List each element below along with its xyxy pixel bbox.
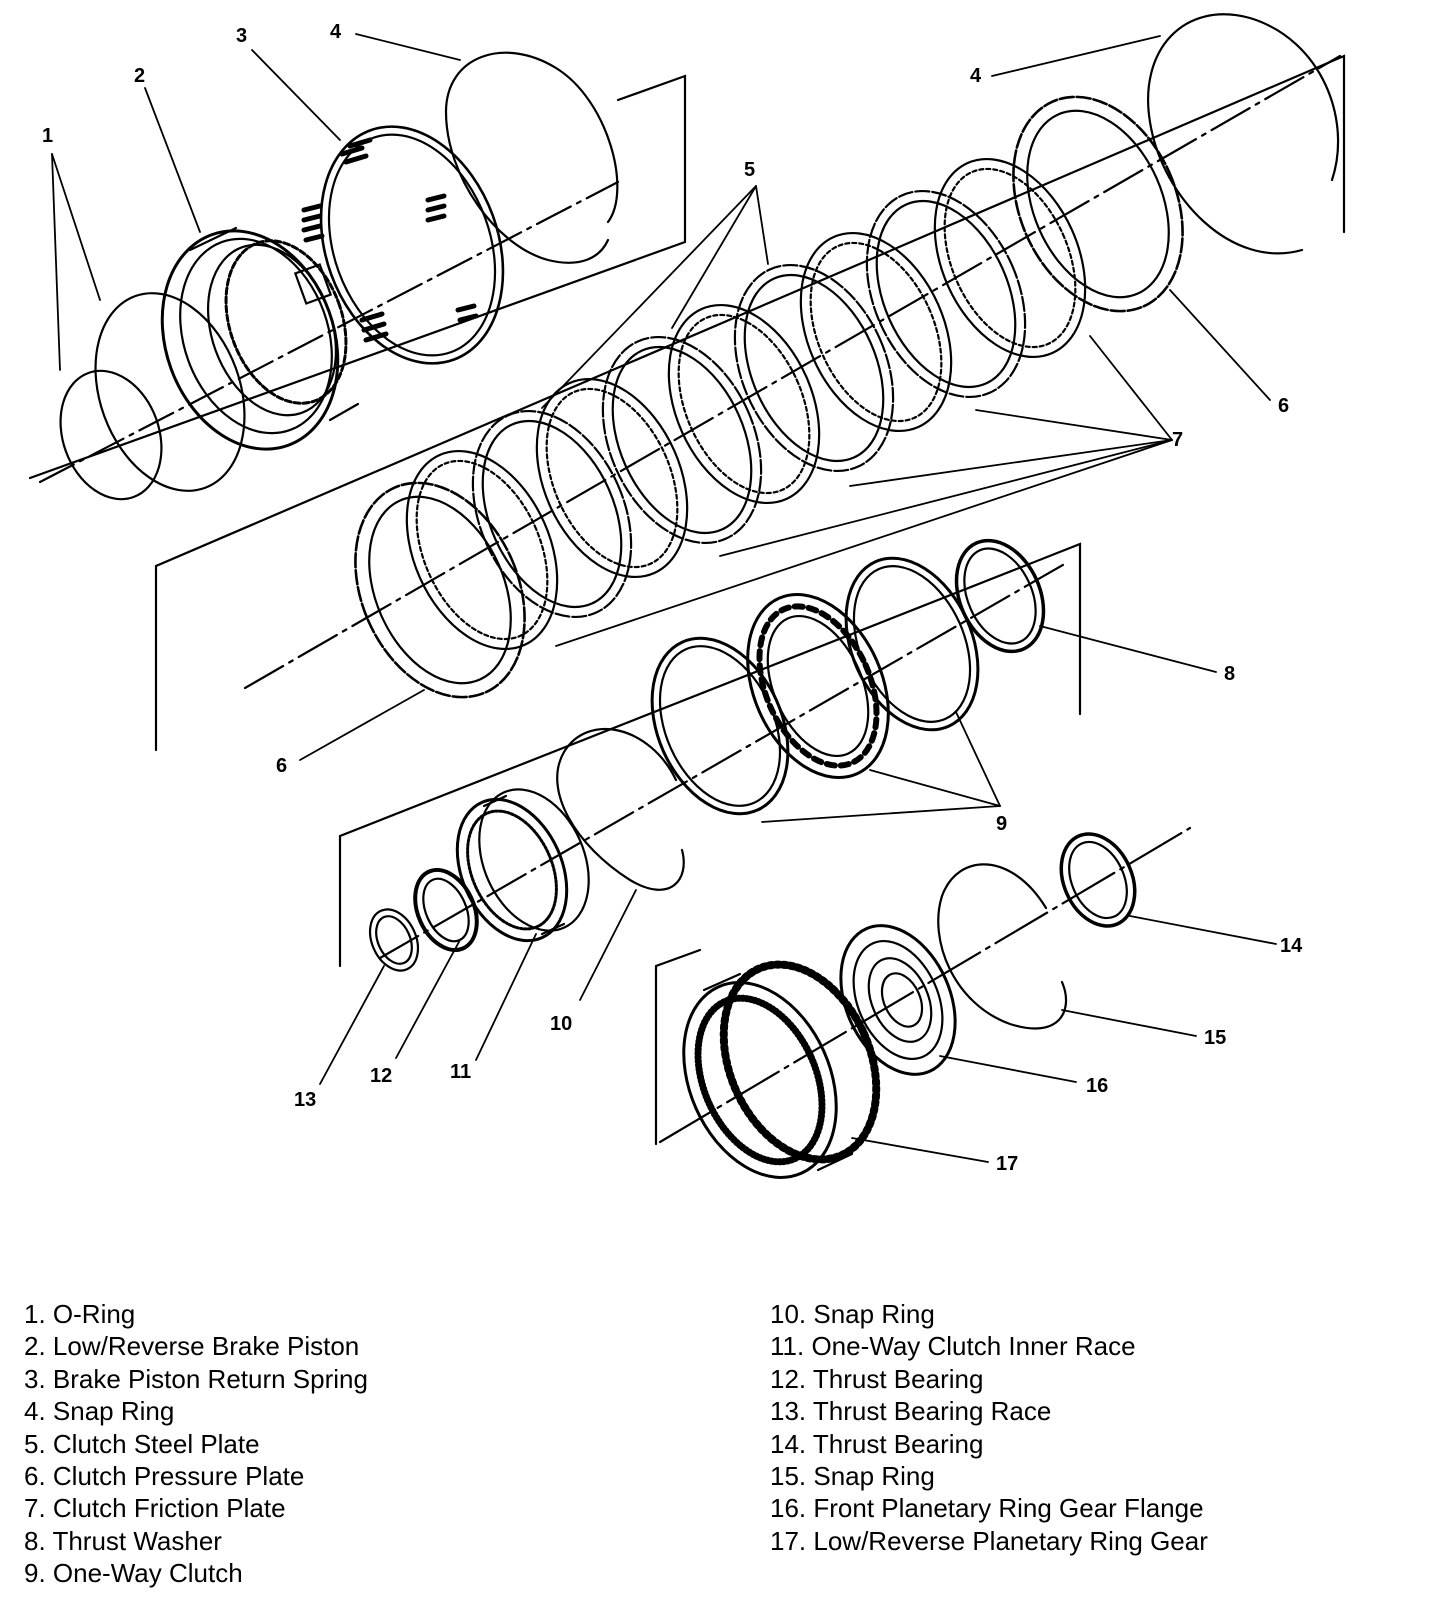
clutch-steel-plate	[733, 263, 895, 473]
clutch-steel-plate	[865, 189, 1027, 399]
snap-ring-lower	[937, 863, 1068, 1030]
outer-ring-inner	[852, 565, 972, 723]
legend-item: 15. Snap Ring	[770, 1461, 935, 1492]
ring-gear-flange	[839, 924, 957, 1076]
legend-item: 11. One-Way Clutch Inner Race	[770, 1331, 1136, 1362]
legend-item: 12. Thrust Bearing	[770, 1363, 984, 1394]
clutch-pressure-plate-rear	[1012, 95, 1184, 313]
plate-inner	[743, 273, 885, 463]
group-one-way-clutch	[338, 538, 1082, 972]
clutch-pressure-plate-front	[354, 481, 526, 699]
legend-item: 1. O-Ring	[24, 1299, 136, 1329]
legend-item: 9. One-Way Clutch	[24, 1558, 243, 1589]
bearing-rear-inner	[1068, 840, 1128, 920]
callout-numbers: 1 2 3 4 4 5 6 6 7 8 9 10 11 12 13 14 15 …	[42, 21, 1303, 1175]
callout-10: 10	[550, 1013, 572, 1035]
callout-15: 15	[1204, 1027, 1226, 1049]
callout-13: 13	[294, 1089, 316, 1111]
plate-inner	[415, 459, 549, 641]
legend-item: 2. Low/Reverse Brake Piston	[24, 1331, 360, 1362]
callout-12: 12	[370, 1065, 392, 1087]
callout-4-right: 4	[970, 65, 982, 87]
callout-8: 8	[1224, 663, 1235, 685]
callout-17: 17	[996, 1153, 1018, 1175]
callout-16: 16	[1086, 1075, 1108, 1097]
plate-inner	[677, 313, 811, 495]
group-frame	[28, 74, 687, 480]
legend-item: 14. Thrust Bearing	[770, 1428, 984, 1459]
group-frame	[338, 542, 1082, 968]
callout-14: 14	[1280, 935, 1303, 957]
clutch-friction-plate	[799, 231, 953, 433]
callout-1: 1	[42, 125, 53, 147]
legend-right-column: 10. Snap Ring 11. One-Way Clutch Inner R…	[770, 1298, 1208, 1557]
legend-item: 6. Clutch Pressure Plate	[24, 1461, 305, 1492]
one-way-clutch-sprag	[746, 593, 890, 779]
clutch-friction-plate	[405, 449, 559, 651]
plate-inner	[943, 167, 1077, 349]
group-ring-gear	[654, 826, 1192, 1179]
planetary-ring-gear	[682, 960, 881, 1179]
group-clutch-pack	[154, 13, 1346, 752]
return-spring	[301, 125, 505, 365]
callout-5: 5	[744, 159, 755, 181]
legend-item: 7. Clutch Friction Plate	[24, 1493, 286, 1524]
legend-item: 8. Thrust Washer	[24, 1525, 222, 1556]
clutch-steel-plate	[471, 409, 633, 619]
legend-item: 10. Snap Ring	[770, 1299, 935, 1329]
plate-inner	[1026, 109, 1170, 299]
callout-11: 11	[450, 1061, 471, 1083]
callout-4-left: 4	[330, 21, 342, 43]
o-ring-small	[59, 369, 163, 501]
legend-item: 16. Front Planetary Ring Gear Flange	[770, 1493, 1204, 1524]
one-way-clutch-inner-race	[455, 788, 590, 943]
bearing-inner	[422, 877, 470, 943]
snap-ring-top-right	[1147, 13, 1340, 255]
snap-ring-top-left	[444, 51, 619, 264]
plate-inner	[545, 387, 679, 569]
legend-item: 5. Clutch Steel Plate	[24, 1428, 260, 1459]
washer-inner	[963, 547, 1037, 645]
legend-item: 4. Snap Ring	[24, 1396, 175, 1427]
legend-left-column: 1. O-Ring 2. Low/Reverse Brake Piston 3.…	[24, 1298, 368, 1590]
clutch-friction-plate	[933, 157, 1087, 359]
race-inner	[375, 915, 413, 965]
callout-3: 3	[236, 25, 247, 47]
thrust-washer	[954, 538, 1046, 654]
plate-inner	[481, 419, 623, 609]
callout-6-bottom: 6	[276, 755, 287, 777]
clutch-friction-plate	[667, 303, 821, 505]
exploded-parts-diagram: 1 2 3 4 4 5 6 6 7 8 9 10 11 12 13 14 15 …	[28, 13, 1346, 1179]
plate-inner	[875, 199, 1017, 389]
leader-lines	[51, 33, 1277, 1163]
plate-inner	[611, 345, 753, 535]
callout-6-right: 6	[1278, 395, 1289, 417]
thrust-bearing-race	[368, 908, 420, 972]
legend-item: 17. Low/Reverse Planetary Ring Gear	[770, 1525, 1208, 1556]
group-frame	[654, 948, 702, 1146]
o-ring-large	[94, 292, 246, 492]
callout-7: 7	[1172, 429, 1183, 451]
callout-9: 9	[996, 813, 1007, 835]
thrust-bearing-rear	[1059, 832, 1137, 928]
callout-2: 2	[134, 65, 145, 87]
snap-ring-middle	[556, 728, 685, 891]
legend-item: 3. Brake Piston Return Spring	[24, 1363, 368, 1394]
group-piston-assembly	[28, 51, 687, 501]
group-frame	[154, 54, 1346, 752]
clutch-steel-plate	[601, 335, 763, 545]
clutch-friction-plate	[535, 377, 689, 579]
brake-piston	[160, 226, 360, 451]
axis-line	[658, 826, 1192, 1144]
plate-inner	[809, 241, 943, 423]
legend-item: 13. Thrust Bearing Race	[770, 1396, 1052, 1427]
